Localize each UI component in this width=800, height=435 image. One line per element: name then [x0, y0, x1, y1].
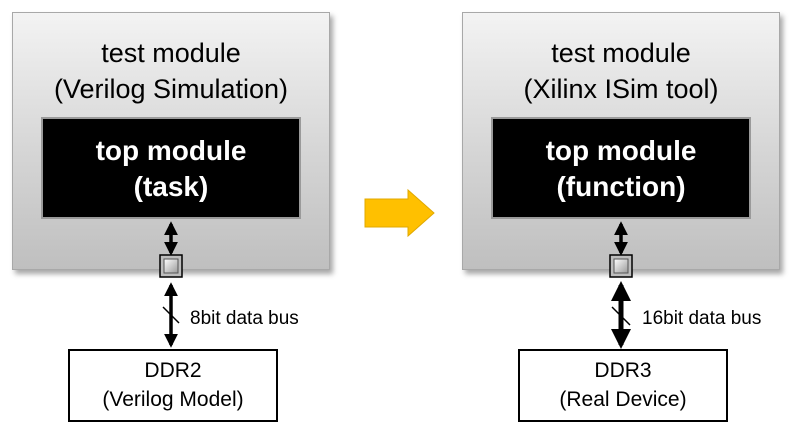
- left-bus-label: 8bit data bus: [190, 308, 299, 329]
- left-port-square: [159, 254, 183, 278]
- left-test-module-sublabel: (Verilog Simulation): [53, 74, 289, 104]
- ddr2-label: DDR2: [144, 359, 202, 382]
- ddr3-label: DDR3: [594, 359, 652, 382]
- left-top-module-box: top module (task): [41, 117, 301, 219]
- left-top-module-sublabel: (task): [133, 171, 209, 202]
- transition-arrow-icon: [364, 188, 435, 238]
- ddr3-box: DDR3 (Real Device): [518, 349, 728, 422]
- right-test-module-label: test module: [551, 38, 691, 68]
- left-bus-width-slash: [162, 306, 180, 324]
- ddr2-sublabel: (Verilog Model): [102, 388, 244, 411]
- right-test-module-sublabel: (Xilinx ISim tool): [523, 74, 719, 104]
- left-top-module-label: top module: [95, 135, 247, 166]
- ddr2-box: DDR2 (Verilog Model): [68, 349, 278, 422]
- right-test-module-box: test module (Xilinx ISim tool) top modul…: [462, 12, 780, 270]
- right-top-module-label: top module: [545, 135, 697, 166]
- left-test-module-label: test module: [101, 38, 241, 68]
- right-top-module-sublabel: (function): [556, 171, 686, 202]
- right-port-square: [609, 254, 633, 278]
- left-test-module-box: test module (Verilog Simulation) top mod…: [12, 12, 330, 270]
- left-test-module-title: test module (Verilog Simulation): [13, 35, 329, 107]
- right-bus-label: 16bit data bus: [642, 308, 762, 329]
- right-test-module-title: test module (Xilinx ISim tool): [463, 35, 779, 107]
- ddr3-sublabel: (Real Device): [559, 388, 687, 411]
- right-bus-width-slash: [611, 306, 631, 326]
- right-top-module-box: top module (function): [491, 117, 751, 219]
